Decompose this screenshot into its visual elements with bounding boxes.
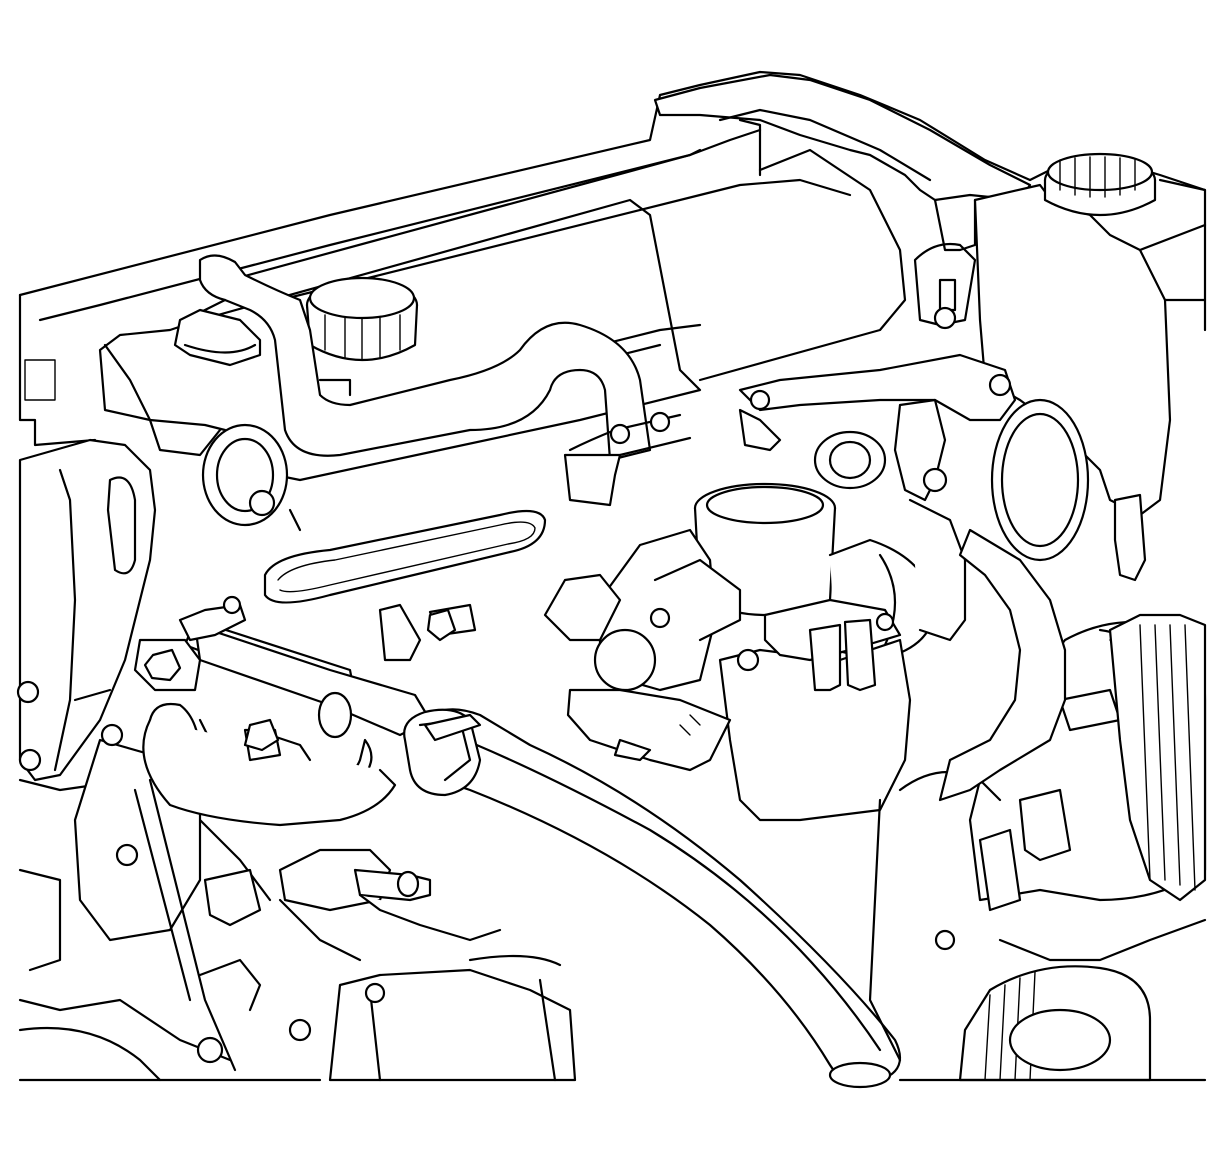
fuel-injector-connector bbox=[543, 573, 732, 772]
alternator-pulley bbox=[1108, 613, 1207, 902]
mounting-ring bbox=[813, 398, 1147, 582]
oil-filler-cap-icon bbox=[305, 276, 419, 397]
gasket-loop bbox=[263, 509, 547, 604]
bottom-pipe-assembly bbox=[328, 954, 577, 1082]
fastener-icons bbox=[143, 603, 457, 752]
fuel-rail bbox=[563, 411, 692, 507]
coolant-pipe-right bbox=[938, 528, 1067, 802]
lower-connector-cluster bbox=[203, 848, 502, 962]
engine-bracket-left bbox=[16, 438, 157, 782]
throttle-body bbox=[593, 482, 967, 692]
pcv-hose bbox=[173, 254, 652, 462]
oil-filter bbox=[958, 965, 1152, 1082]
sensor-block bbox=[718, 598, 912, 822]
heater-hose bbox=[403, 708, 902, 1089]
rear-housing bbox=[653, 73, 1032, 252]
coolant-reservoir-cap-icon bbox=[1043, 152, 1157, 216]
throttle-cable-bracket bbox=[738, 242, 1017, 502]
valve-cover-mount bbox=[201, 423, 302, 532]
block-lower-right bbox=[868, 770, 1207, 1082]
